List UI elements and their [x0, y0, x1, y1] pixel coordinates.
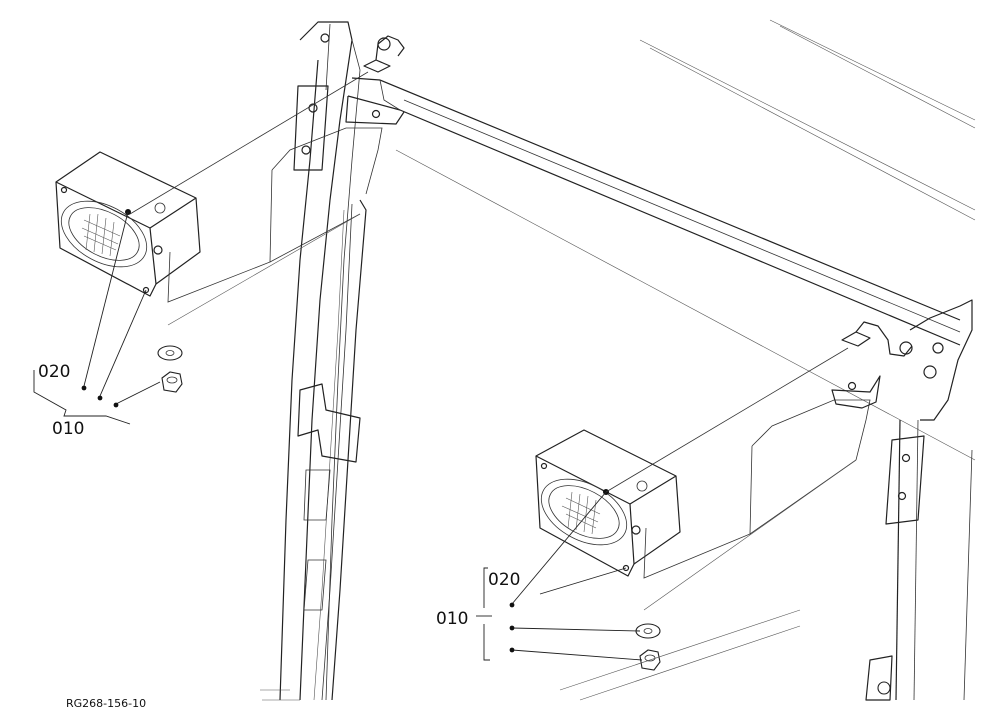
lower-glass-edges — [559, 609, 801, 701]
left-lamp-bracket — [167, 127, 383, 326]
left-callout-group: 020 010 — [33, 211, 161, 439]
right-callout-020: 020 — [488, 570, 520, 590]
wiper-arm — [297, 199, 367, 701]
cab-cross-beam — [345, 77, 961, 346]
left-work-lamp — [55, 151, 273, 303]
left-washer — [157, 345, 183, 361]
right-washer — [635, 623, 661, 639]
left-cab-pillar — [260, 21, 361, 701]
right-work-lamp — [535, 429, 753, 579]
right-cab-pillar — [865, 299, 973, 701]
reference-code: RG268-156-10 — [66, 697, 146, 710]
right-wire-connector — [605, 321, 913, 493]
windshield-edges — [395, 19, 976, 461]
left-nut — [161, 371, 183, 393]
left-callout-010: 010 — [52, 419, 84, 439]
right-callout-group: 020 010 — [436, 491, 643, 661]
right-callout-010: 010 — [436, 609, 468, 629]
right-lamp-bracket — [643, 375, 881, 611]
left-wire-connector — [129, 35, 405, 215]
left-callout-020: 020 — [38, 362, 70, 382]
